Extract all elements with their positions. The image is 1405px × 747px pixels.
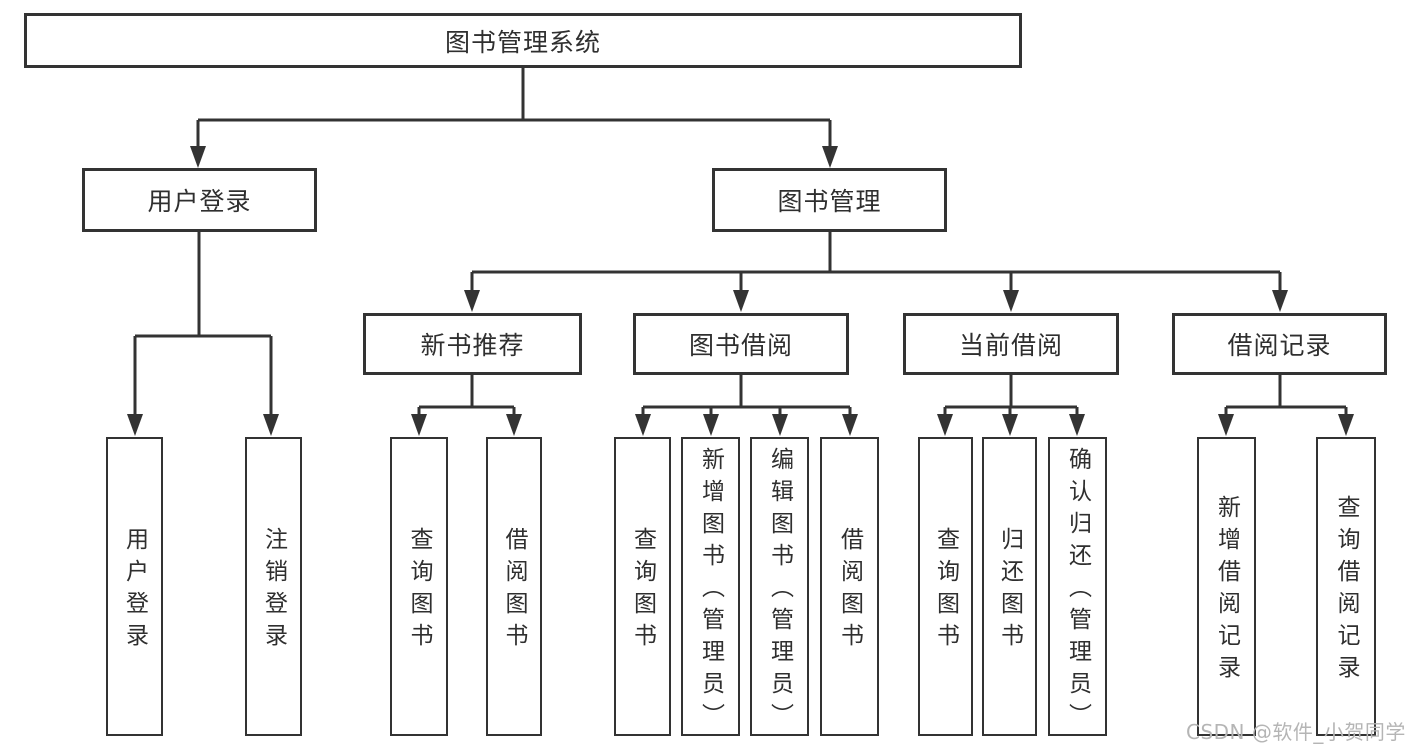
node-query-books-recommend: 查询图书 (390, 437, 448, 736)
node-label: 借阅图书 (836, 527, 863, 655)
node-label: 归还图书 (996, 527, 1023, 655)
node-label: 新增图书（管理员） (697, 447, 724, 735)
node-book-borrowing: 图书借阅 (633, 313, 849, 375)
node-query-books-current: 查询图书 (918, 437, 973, 736)
node-user-login-leaf: 用户登录 (106, 437, 163, 736)
node-label: 编辑图书（管理员） (766, 447, 793, 735)
node-label: 确认归还（管理员） (1064, 447, 1091, 735)
node-query-borrow-record: 查询借阅记录 (1316, 437, 1376, 736)
node-label: 用户登录 (121, 527, 148, 655)
node-borrow-books-recommend: 借阅图书 (486, 437, 542, 736)
node-label: 借阅图书 (501, 527, 527, 655)
node-book-management: 图书管理 (712, 168, 947, 232)
node-label: 查询借阅记录 (1333, 495, 1359, 687)
node-user-login: 用户登录 (82, 168, 317, 232)
node-new-book-recommendation: 新书推荐 (363, 313, 582, 375)
node-return-books: 归还图书 (982, 437, 1037, 736)
csdn-watermark: CSDN @软件_小贺同学 (1186, 720, 1405, 744)
node-label: 查询图书 (932, 527, 959, 655)
node-borrowing-records: 借阅记录 (1172, 313, 1387, 375)
node-label: 查询图书 (406, 527, 432, 655)
node-borrow-books: 借阅图书 (820, 437, 879, 736)
node-logout: 注销登录 (245, 437, 302, 736)
node-query-books-borrowing: 查询图书 (614, 437, 671, 736)
node-label: 查询图书 (629, 527, 656, 655)
node-edit-book-admin: 编辑图书（管理员） (750, 437, 809, 736)
node-label: 注销登录 (260, 527, 287, 655)
node-add-borrow-record: 新增借阅记录 (1197, 437, 1256, 736)
node-label: 新增借阅记录 (1213, 495, 1240, 687)
node-confirm-return-admin: 确认归还（管理员） (1048, 437, 1107, 736)
node-current-borrowing: 当前借阅 (903, 313, 1119, 375)
node-add-book-admin: 新增图书（管理员） (681, 437, 740, 736)
node-library-system: 图书管理系统 (24, 13, 1022, 68)
